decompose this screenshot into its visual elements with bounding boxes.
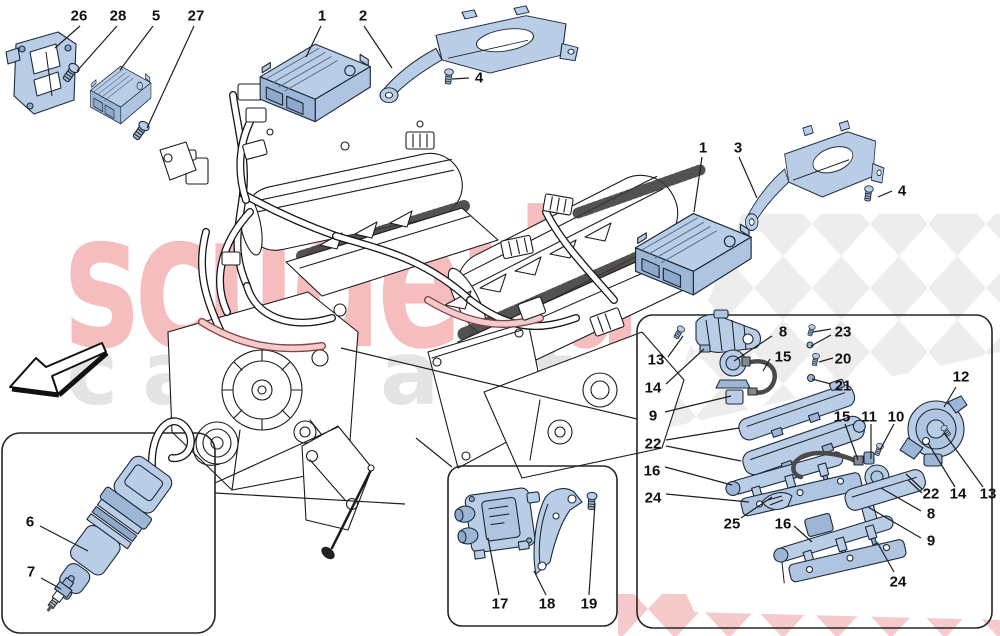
hp-pump-12: [899, 395, 968, 467]
rail-cover-22a: [738, 378, 856, 441]
screw-4-right: [862, 184, 875, 202]
ecu-bracket-3: [744, 120, 885, 231]
screw-19: [585, 491, 598, 511]
spark-plug-7: [46, 575, 75, 612]
ignition-coil-6: [56, 417, 195, 600]
inset-box-module: [447, 465, 618, 627]
checkered-flag-watermark: [618, 214, 1000, 636]
ecu-module-1-top: [259, 43, 371, 123]
washer-21: [806, 373, 816, 383]
module-bracket-18: [533, 488, 583, 575]
ecu-bracket-26: [5, 31, 77, 115]
fitting-11: [863, 451, 875, 465]
direction-arrow: [9, 342, 109, 398]
washer-14-right: [921, 436, 931, 446]
inset-box-coil: [1, 432, 216, 634]
hose-15-top: [744, 359, 777, 395]
engine-illustration: [159, 83, 706, 560]
rail-bracket-24-right: [788, 539, 907, 583]
leader-lines: [39, 25, 984, 596]
screw-4-top: [443, 67, 455, 85]
hose-15-mid: [791, 450, 861, 480]
screw-13-left: [672, 324, 687, 341]
ecu-module-5: [90, 65, 152, 125]
inset-box-injection: [636, 314, 993, 629]
control-module-17: [454, 487, 541, 560]
ecu-bracket-2: [379, 5, 579, 104]
seal-25: [761, 492, 793, 511]
screw-27: [130, 119, 152, 142]
